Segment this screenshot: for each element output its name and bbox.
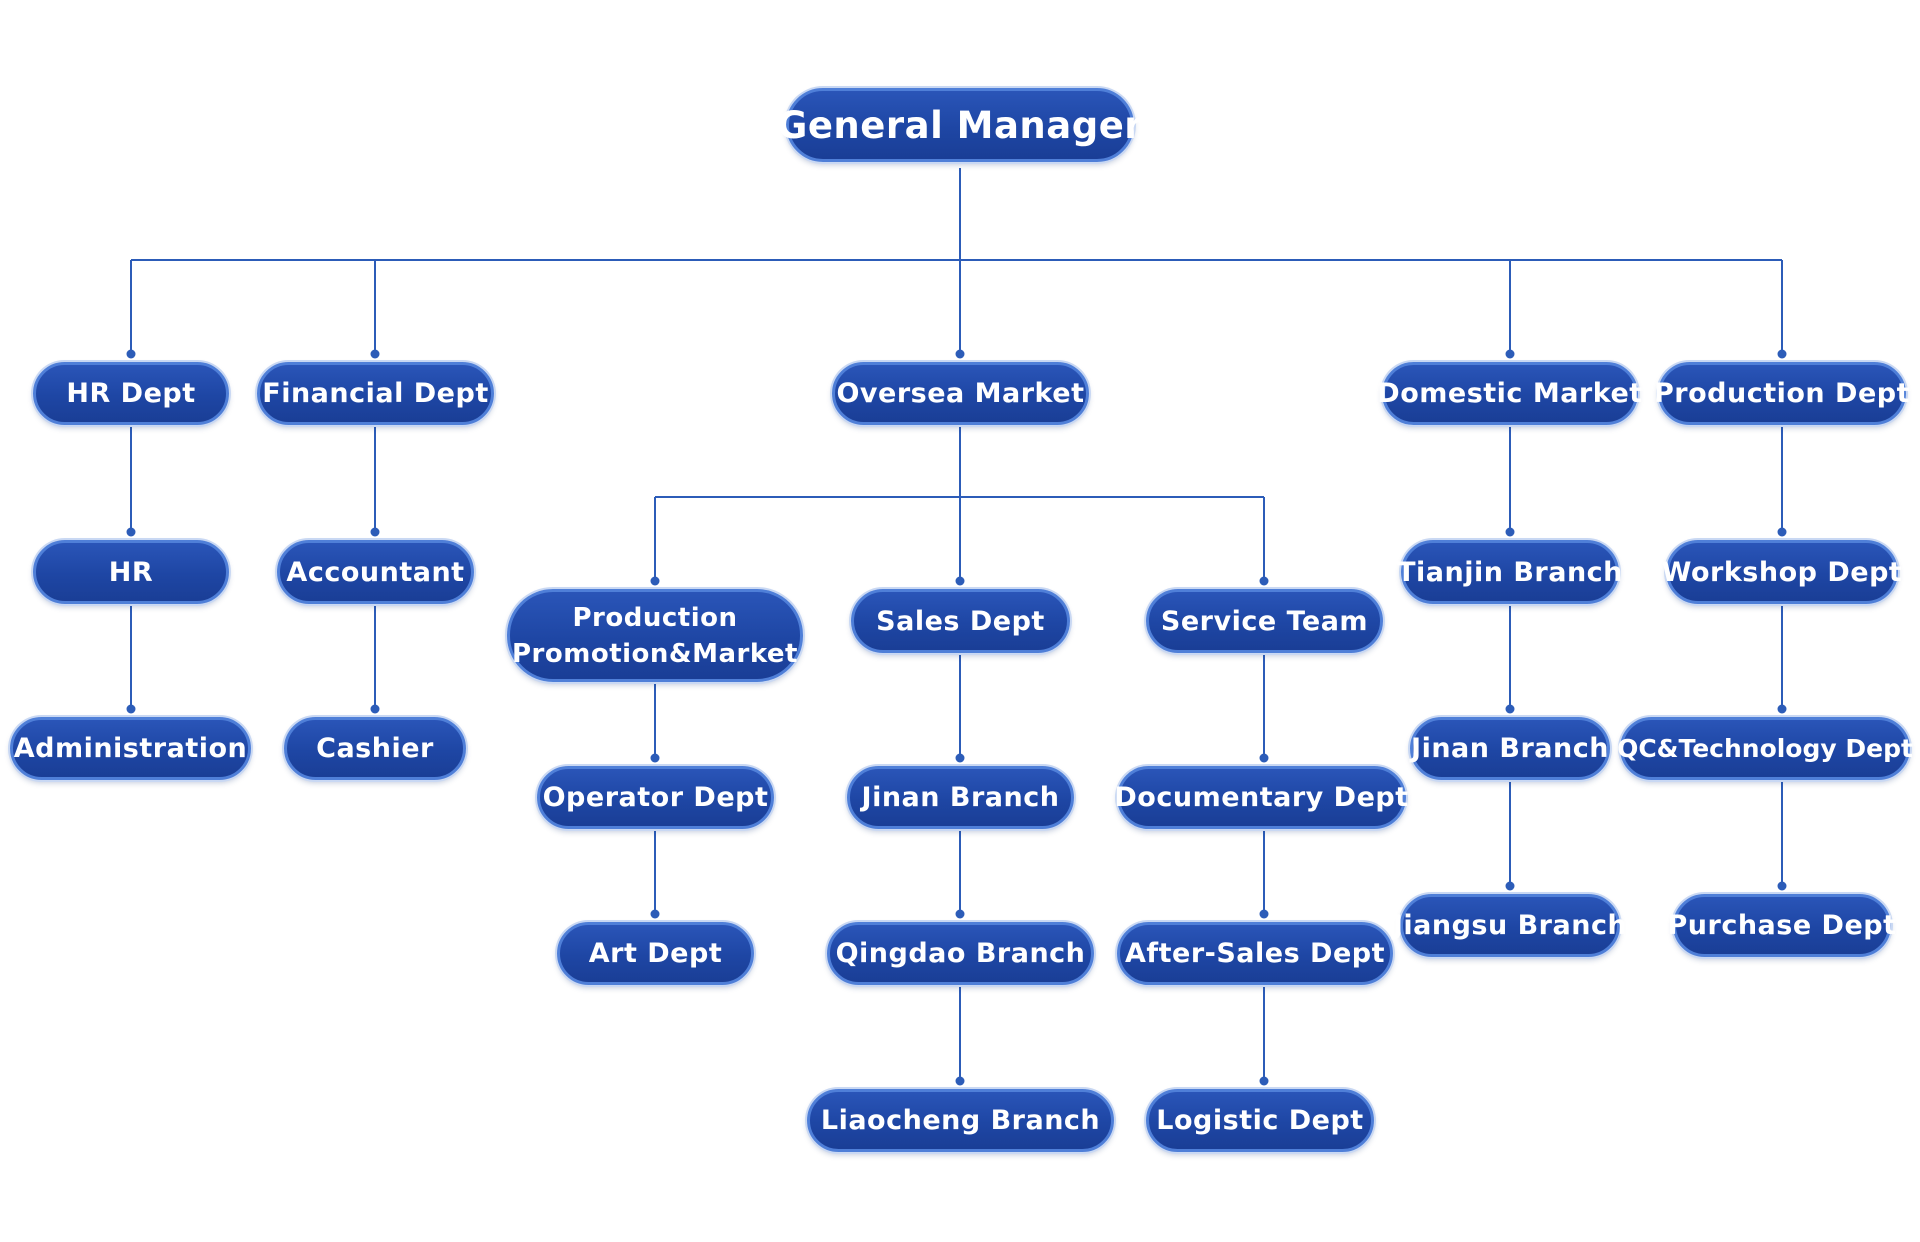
connector-dot bbox=[1505, 881, 1515, 891]
connector-dot bbox=[1777, 527, 1787, 537]
node-label: QC&Technology Dept bbox=[1617, 734, 1913, 763]
node-general-manager[interactable]: General Manager bbox=[777, 88, 1143, 162]
node-label: Production Dept bbox=[1654, 378, 1910, 409]
connector-dot bbox=[650, 753, 660, 763]
node-sales-dept[interactable]: Sales Dept bbox=[851, 589, 1070, 653]
connector-dot bbox=[955, 1076, 965, 1086]
node-hr[interactable]: HR bbox=[33, 540, 229, 604]
node-label: Domestic Market bbox=[1377, 378, 1643, 409]
connector-dot bbox=[1259, 1076, 1269, 1086]
connector-dot bbox=[1259, 576, 1269, 586]
node-label: Cashier bbox=[316, 733, 434, 764]
node-label: Financial Dept bbox=[262, 378, 489, 409]
node-documentary-dept[interactable]: Documentary Dept bbox=[1114, 766, 1409, 829]
connector-dot bbox=[1259, 753, 1269, 763]
node-label-line-1: Production bbox=[572, 602, 738, 633]
node-tianjin-branch[interactable]: Tianjin Branch bbox=[1397, 540, 1622, 604]
node-domestic-jinan-branch[interactable]: Jinan Branch bbox=[1410, 717, 1610, 780]
node-label: Documentary Dept bbox=[1114, 782, 1409, 813]
node-liaocheng-branch[interactable]: Liaocheng Branch bbox=[807, 1089, 1114, 1152]
node-label: Workshop Dept bbox=[1661, 556, 1903, 588]
node-label-line-2: Promotion&Market bbox=[512, 638, 798, 669]
node-label: Service Team bbox=[1160, 605, 1369, 637]
node-label: Logistic Dept bbox=[1156, 1105, 1364, 1136]
node-label: Purchase Dept bbox=[1667, 910, 1897, 941]
connector-dot bbox=[955, 576, 965, 586]
connector-dot bbox=[1777, 349, 1787, 359]
node-qingdao-branch[interactable]: Qingdao Branch bbox=[827, 922, 1094, 985]
connector-dot bbox=[370, 527, 380, 537]
node-qc-technology-dept[interactable]: QC&Technology Dept bbox=[1617, 717, 1913, 780]
node-label: Oversea Market bbox=[836, 378, 1085, 409]
node-sales-jinan-branch[interactable]: Jinan Branch bbox=[847, 766, 1074, 829]
node-label: Qingdao Branch bbox=[835, 938, 1086, 969]
node-hr-dept[interactable]: HR Dept bbox=[33, 362, 229, 425]
node-label: Liaocheng Branch bbox=[820, 1105, 1101, 1136]
node-after-sales-dept[interactable]: After-Sales Dept bbox=[1117, 922, 1393, 985]
connector-dot bbox=[370, 349, 380, 359]
node-label: Operator Dept bbox=[542, 782, 769, 813]
connector-dot bbox=[126, 704, 136, 714]
connector-dot bbox=[126, 527, 136, 537]
node-label: Accountant bbox=[286, 556, 465, 588]
connector-dot bbox=[1259, 909, 1269, 919]
node-service-team[interactable]: Service Team bbox=[1146, 589, 1383, 653]
node-label: Jiangsu Branch bbox=[1392, 910, 1628, 941]
node-art-dept[interactable]: Art Dept bbox=[557, 922, 754, 985]
node-domestic-market[interactable]: Domestic Market bbox=[1377, 362, 1642, 425]
connector-dot bbox=[1505, 527, 1515, 537]
connector-dot bbox=[955, 753, 965, 763]
node-cashier[interactable]: Cashier bbox=[284, 717, 466, 780]
node-production-promotion-market[interactable]: Production Promotion&Market bbox=[507, 589, 803, 682]
node-operator-dept[interactable]: Operator Dept bbox=[537, 766, 774, 829]
node-accountant[interactable]: Accountant bbox=[277, 540, 474, 604]
connector-dot bbox=[126, 349, 136, 359]
node-financial-dept[interactable]: Financial Dept bbox=[257, 362, 494, 425]
node-jiangsu-branch[interactable]: Jiangsu Branch bbox=[1393, 894, 1627, 957]
connector-dot bbox=[955, 349, 965, 359]
node-oversea-market[interactable]: Oversea Market bbox=[832, 362, 1089, 425]
node-label: HR bbox=[108, 556, 154, 588]
connector-dot bbox=[650, 576, 660, 586]
node-label: Jinan Branch bbox=[861, 782, 1060, 813]
connector-dot bbox=[370, 704, 380, 714]
connector-dot bbox=[1505, 704, 1515, 714]
node-label: Art Dept bbox=[588, 938, 723, 969]
node-logistic-dept[interactable]: Logistic Dept bbox=[1146, 1089, 1374, 1152]
node-production-dept[interactable]: Production Dept bbox=[1654, 362, 1910, 425]
connector-dot bbox=[1777, 881, 1787, 891]
connector-dot bbox=[650, 909, 660, 919]
node-label: HR Dept bbox=[66, 378, 196, 409]
node-administration[interactable]: Administration bbox=[10, 717, 251, 780]
node-label: After-Sales Dept bbox=[1124, 938, 1386, 969]
node-purchase-dept[interactable]: Purchase Dept bbox=[1668, 894, 1896, 957]
node-label: Sales Dept bbox=[876, 605, 1045, 637]
connector-dot bbox=[1505, 349, 1515, 359]
node-label: Administration bbox=[13, 733, 248, 764]
connector-dot bbox=[955, 909, 965, 919]
node-label: General Manager bbox=[776, 103, 1144, 147]
node-label: Tianjin Branch bbox=[1397, 556, 1623, 588]
connector-dot bbox=[1777, 704, 1787, 714]
node-workshop-dept[interactable]: Workshop Dept bbox=[1662, 540, 1902, 604]
node-label: Jinan Branch bbox=[1411, 733, 1609, 764]
